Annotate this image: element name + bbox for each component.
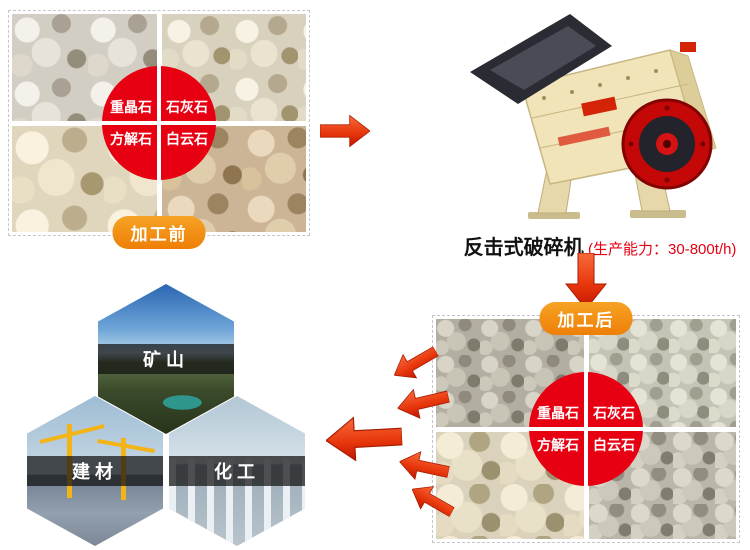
impact-crusher-illustration bbox=[466, 6, 728, 228]
arrow-left-icon bbox=[387, 339, 443, 388]
wheel-divider-vertical bbox=[157, 66, 161, 180]
before-grid: 重晶石 石灰石 方解石 白云石 加工前 bbox=[8, 10, 310, 249]
application-label: 建材 bbox=[27, 456, 163, 486]
machine-caption: 反击式破碎机 (生产能力：30-800t/h) bbox=[450, 231, 750, 260]
material-label: 方解石 bbox=[537, 437, 579, 453]
arrow-left-icon bbox=[396, 447, 451, 486]
material-label: 重晶石 bbox=[537, 405, 579, 421]
before-badge: 加工前 bbox=[112, 216, 206, 249]
after-grid: 重晶石 石灰石 方解石 白云石 加工后 bbox=[432, 302, 740, 543]
arrow-left-icon bbox=[325, 414, 404, 463]
material-label: 石灰石 bbox=[166, 99, 208, 115]
application-label: 化工 bbox=[169, 456, 305, 486]
machine-capacity: (生产能力：30-800t/h) bbox=[588, 241, 737, 258]
rock-photo-calcite bbox=[12, 125, 157, 232]
wheel-divider-vertical bbox=[584, 372, 588, 486]
application-hex-building-materials: 建材 bbox=[27, 396, 163, 546]
material-label: 重晶石 bbox=[110, 99, 152, 115]
material-wheel: 重晶石 石灰石 方解石 白云石 bbox=[102, 66, 216, 180]
machine-name: 反击式破碎机 bbox=[463, 237, 584, 259]
material-wheel: 重晶石 石灰石 方解石 白云石 bbox=[529, 372, 643, 486]
crane-shape bbox=[39, 424, 105, 444]
material-label: 白云石 bbox=[593, 437, 635, 453]
arrow-down-icon bbox=[565, 253, 607, 309]
material-label: 石灰石 bbox=[593, 405, 635, 421]
arrow-right-icon bbox=[320, 110, 370, 152]
after-badge: 加工后 bbox=[539, 302, 633, 335]
rock-photo-barite bbox=[12, 14, 157, 121]
crane-shape bbox=[97, 438, 155, 454]
gravel-photo-calcite bbox=[436, 431, 584, 539]
material-label: 白云石 bbox=[166, 131, 208, 147]
arrow-left-icon bbox=[394, 382, 452, 424]
material-label: 方解石 bbox=[110, 131, 152, 147]
arrow-left-icon bbox=[405, 477, 458, 524]
application-label: 矿山 bbox=[98, 344, 234, 374]
